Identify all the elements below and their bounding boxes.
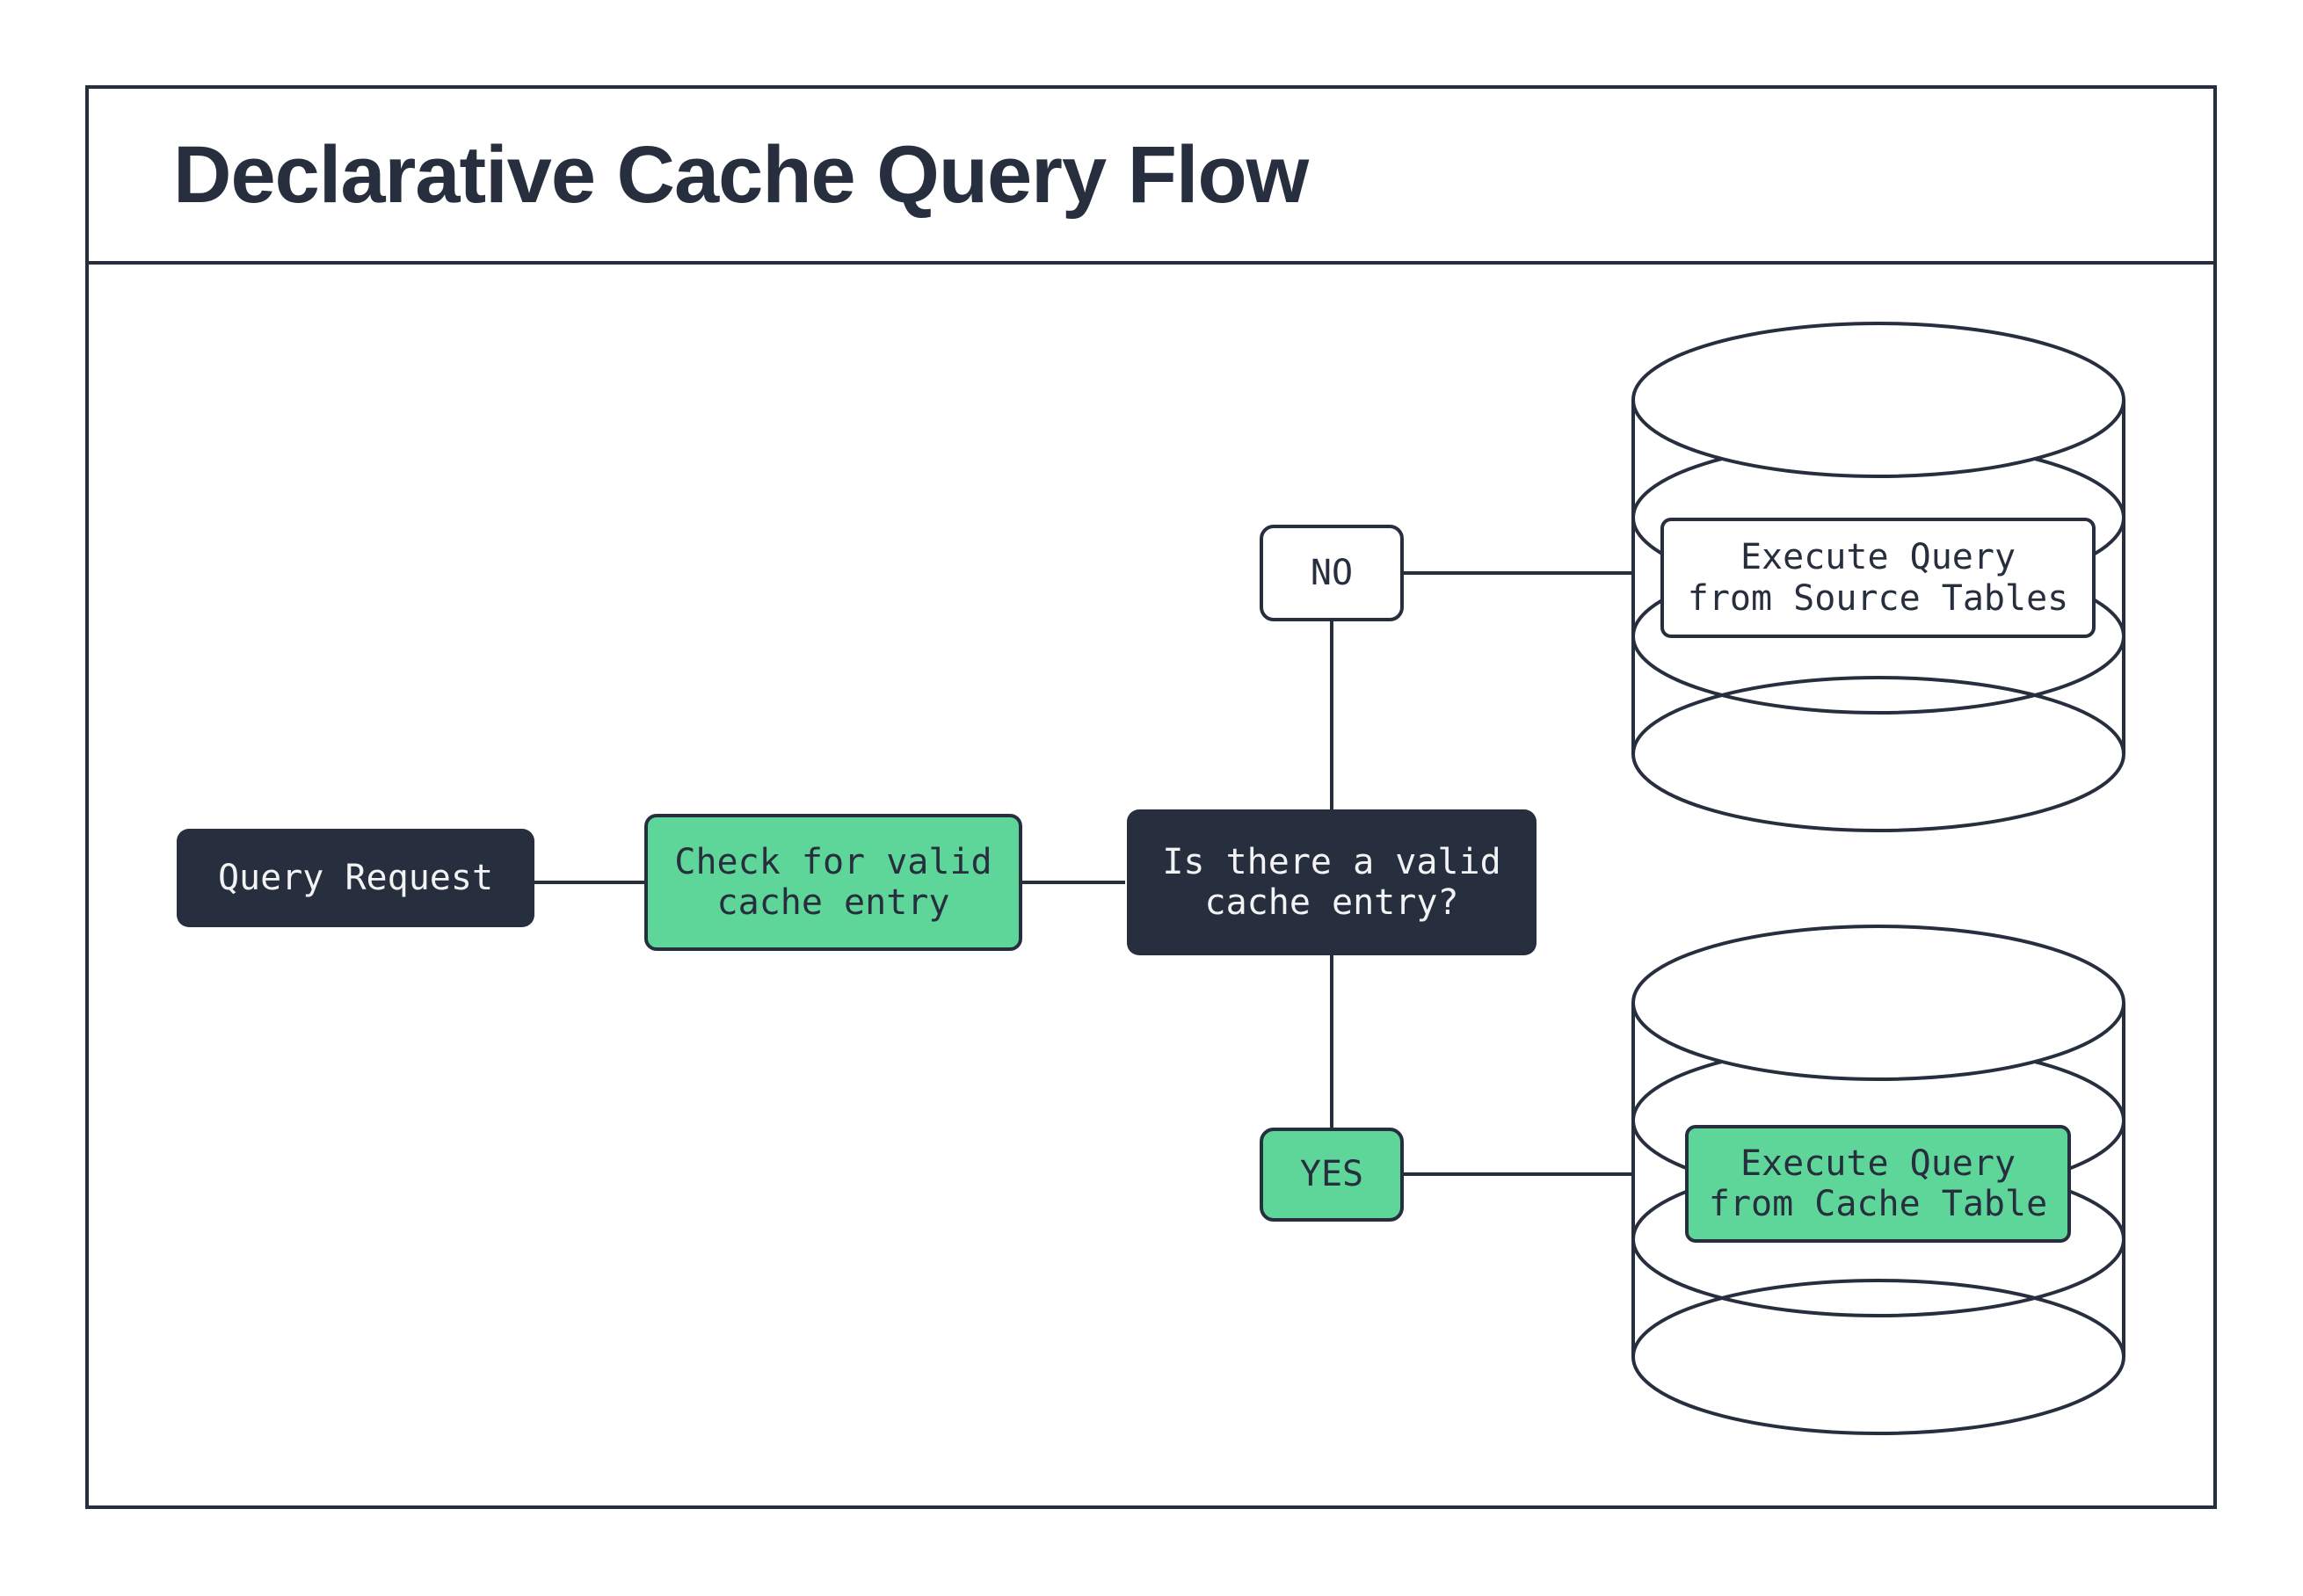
- branch-label-text: NO: [1310, 552, 1354, 593]
- connector-yes-to-cache-db: [1404, 1172, 1631, 1176]
- node-label-line2: from Cache Table: [1708, 1184, 2048, 1224]
- connector-check-to-decision: [1022, 881, 1125, 884]
- connector-decision-to-no: [1330, 621, 1333, 811]
- node-label-line2: from Source Tables: [1687, 577, 2069, 619]
- connector-decision-to-yes: [1330, 954, 1333, 1129]
- page-title: Declarative Cache Query Flow: [173, 129, 1309, 220]
- node-label-line1: Execute Query: [1740, 1143, 2016, 1184]
- node-label-line1: Is there a valid: [1162, 841, 1501, 882]
- node-check-cache-entry: Check for valid cache entry: [644, 814, 1022, 951]
- node-label-line1: Execute Query: [1740, 537, 2016, 578]
- node-label-line1: Check for valid: [674, 841, 992, 882]
- node-label-line2: cache entry?: [1204, 882, 1459, 923]
- connector-no-to-source-db: [1404, 571, 1631, 575]
- branch-label-no: NO: [1260, 525, 1404, 621]
- node-decision-valid-cache: Is there a valid cache entry?: [1127, 809, 1537, 955]
- title-bar: Declarative Cache Query Flow: [89, 89, 2213, 265]
- node-execute-query-source-tables: Execute Query from Source Tables: [1660, 518, 2096, 638]
- database-cylinder-cache: [1631, 925, 2125, 1435]
- node-query-request: Query Request: [177, 829, 534, 927]
- node-label: Query Request: [217, 857, 494, 898]
- branch-label-text: YES: [1299, 1154, 1364, 1195]
- node-execute-query-cache-table: Execute Query from Cache Table: [1685, 1125, 2071, 1243]
- connector-query-to-check: [534, 881, 644, 884]
- branch-label-yes: YES: [1260, 1128, 1404, 1222]
- node-label-line2: cache entry: [716, 882, 950, 923]
